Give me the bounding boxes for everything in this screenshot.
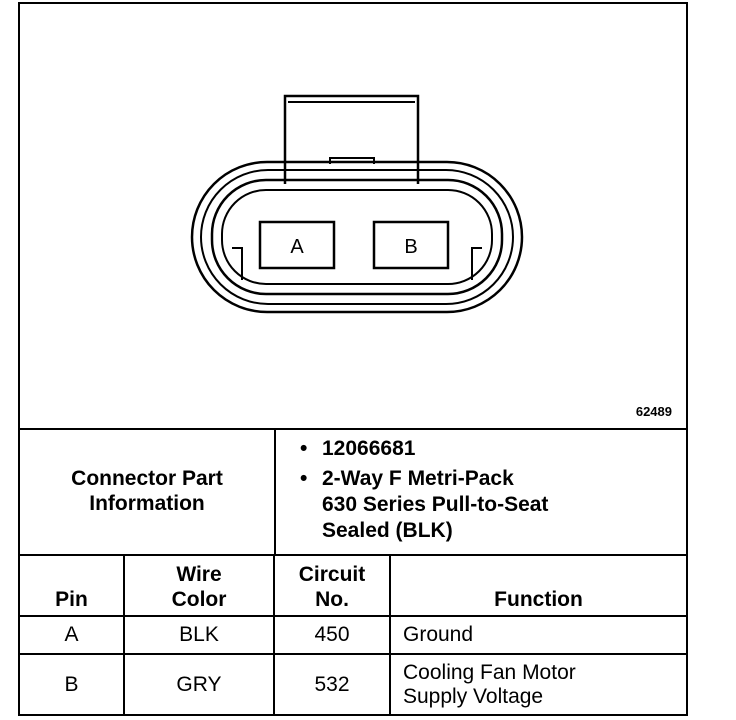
connector-sheet: A B 62489 Connector Part Information • 1… — [18, 2, 688, 716]
header-circuit: Circuit No. — [273, 554, 391, 617]
cell-circuit: 532 — [273, 653, 391, 714]
header-pin: Pin — [20, 554, 125, 617]
connector-diagram: A B 62489 — [20, 4, 686, 430]
cell-wire-color: GRY — [123, 653, 275, 714]
connector-part-info: Connector Part Information • 12066681 • … — [20, 428, 686, 556]
connector-drawing: A B — [190, 94, 524, 314]
cell-wire-color: BLK — [123, 615, 275, 655]
table-row: A BLK 450 Ground — [20, 615, 686, 655]
cell-pin: B — [20, 653, 125, 714]
cell-circuit: 450 — [273, 615, 391, 655]
info-item-part-number: • 12066681 — [300, 437, 416, 460]
cell-pin: A — [20, 615, 125, 655]
info-list: • 12066681 • 2-Way F Metri-Pack 630 Seri… — [300, 436, 680, 548]
pin-a-cavity — [258, 220, 336, 270]
pin-b-cavity — [372, 220, 450, 270]
header-function: Function — [389, 554, 686, 617]
bullet-icon: • — [300, 467, 308, 490]
figure-id: 62489 — [635, 404, 672, 419]
info-label: Connector Part Information — [20, 428, 276, 554]
cell-function: Ground — [389, 615, 686, 655]
table-row: B GRY 532 Cooling Fan Motor Supply Volta… — [20, 653, 686, 714]
table-header-row: Pin Wire Color Circuit No. Function — [20, 554, 686, 617]
pin-b-label: B — [404, 236, 417, 258]
pinout-table: Pin Wire Color Circuit No. Function A BL… — [20, 554, 686, 714]
info-item-description: • 2-Way F Metri-Pack 630 Series Pull-to-… — [300, 467, 549, 542]
bullet-icon: • — [300, 437, 308, 460]
pin-a-label: A — [290, 236, 304, 258]
cell-function: Cooling Fan Motor Supply Voltage — [389, 653, 686, 714]
header-wire-color: Wire Color — [123, 554, 275, 617]
